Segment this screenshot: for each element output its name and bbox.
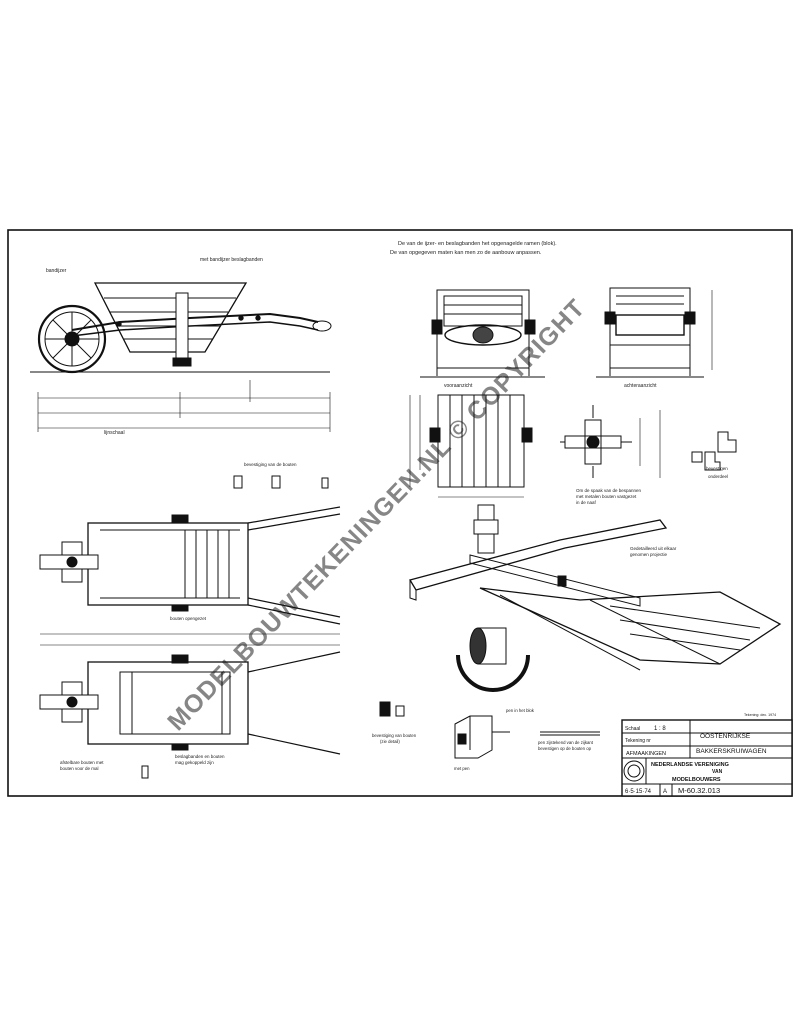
note-line-1: De van de ijzer- en beslagbanden het opg… xyxy=(398,241,557,247)
label-pin-2: met pen xyxy=(454,766,470,771)
plan-view-top xyxy=(39,506,341,625)
label-bracket: bevestigen xyxy=(706,466,728,471)
label-pin-note-2: bevestigen op de bouten op xyxy=(538,746,592,751)
tb-row1-value: 1 : 8 xyxy=(654,726,666,732)
label-details-note-2: met metalen bouten vastgezet xyxy=(576,494,637,499)
label-bandijzer: bandijzer xyxy=(46,268,67,274)
tb-code-left: 6·5·15·74 xyxy=(625,789,652,795)
exploded-view xyxy=(408,504,782,671)
label-vooraanzicht: vooraanzicht xyxy=(444,383,473,389)
side-view xyxy=(30,282,332,432)
box-detail-view xyxy=(409,394,533,498)
tb-code-number: M-60.32.013 xyxy=(678,786,720,795)
note-line-2: De van opgegeven maten kan men zo de aan… xyxy=(390,250,542,256)
tb-org-line1: NEDERLANDSE VERENIGING xyxy=(651,762,729,768)
tb-title-line2: BAKKERSKRUIWAGEN xyxy=(696,748,767,755)
label-lijnschaal: lijnschaal xyxy=(104,430,125,436)
label-bottom-left-1: afstelbare bouten met xyxy=(60,760,104,765)
label-pin-1: pen in het blok xyxy=(506,708,535,713)
label-bottom-mid-2: mag gekoppeld zijn xyxy=(175,760,214,765)
label-bottom-mid-1: beslagbanden en bouten xyxy=(175,754,225,759)
title-block xyxy=(621,719,793,797)
plan-view-bottom xyxy=(39,633,341,779)
tb-org-line2: VAN xyxy=(712,769,723,775)
tb-org-line3: MODELBOUWERS xyxy=(672,777,721,783)
label-exploded-1: Gedetailleerd uit elkaar xyxy=(630,546,677,551)
label-details-note-1: Om de spaak van de bespannen xyxy=(576,488,642,493)
roller-detail xyxy=(456,627,530,692)
pin-rod xyxy=(540,731,600,736)
label-bracket-sub: onderdeel xyxy=(708,474,728,479)
label-tiny-right: Tekening: dec. 1974 xyxy=(744,713,776,717)
tb-row1-label: Schaal xyxy=(625,726,640,732)
label-beslagbanden: met bandijzer beslagbanden xyxy=(200,257,263,263)
label-bolt: bevestiging van de bouten xyxy=(244,462,297,467)
label-hinge-2: (zie detail) xyxy=(380,739,400,744)
drawing-border xyxy=(7,229,793,797)
front-view xyxy=(420,289,545,378)
tb-row2-label: Tekening nr xyxy=(625,738,651,744)
label-achteraanzicht: achteraanzicht xyxy=(624,383,657,389)
label-details-note-3: in de naaf xyxy=(576,500,597,505)
bracket-detail xyxy=(691,431,737,471)
label-hinge-1: bevestiging van bouten xyxy=(372,733,417,738)
label-exploded-2: genomen projectie xyxy=(630,552,668,557)
hinge-detail xyxy=(379,701,405,717)
bolt-icons xyxy=(233,475,329,489)
tb-title-line1: OOSTENRIJKSE xyxy=(700,733,751,740)
label-bottom-left-2: bouten voor de mal xyxy=(60,766,99,771)
tb-row3-label: AFMAAKINGEN xyxy=(626,751,666,757)
tb-code-letter: A xyxy=(663,789,667,795)
label-plan-bottom: bouten opengezet xyxy=(170,616,207,621)
hub-detail xyxy=(560,405,661,478)
pin-block-detail xyxy=(454,715,510,759)
rear-view xyxy=(596,287,713,378)
label-pin-note-1: pen zijstekend van de zijkant xyxy=(538,740,594,745)
